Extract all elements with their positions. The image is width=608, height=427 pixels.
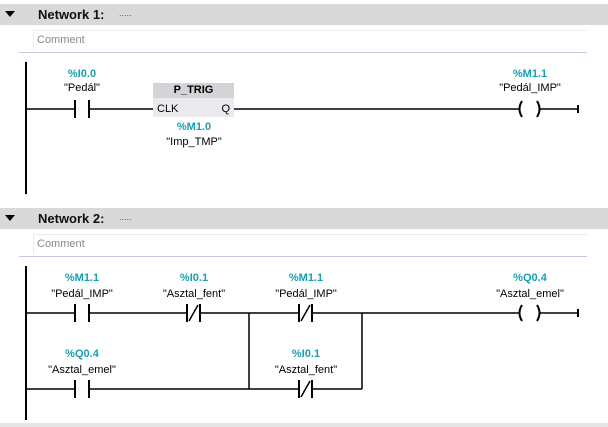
block-tag[interactable]: "Imp_TMP" [166, 136, 222, 148]
network-1-header[interactable]: Network 1: ..... [0, 4, 608, 25]
network-title: Network 1: [38, 7, 105, 22]
contact-address[interactable]: %I0.1 [179, 272, 209, 284]
contact-tag[interactable]: "Pedál_IMP" [275, 288, 337, 300]
coil-tag[interactable]: "Pedál_IMP" [499, 82, 561, 94]
contact-tag[interactable]: "Pedál_IMP" [51, 288, 113, 300]
block-name: P_TRIG [153, 83, 234, 98]
contact-address[interactable]: %I0.0 [67, 68, 97, 80]
bottom-border [0, 423, 608, 427]
q-pin: Q [221, 103, 230, 115]
clk-pin: CLK [157, 103, 179, 115]
network-name-placeholder[interactable]: ..... [119, 212, 132, 222]
network-title: Network 2: [38, 211, 105, 226]
p-trig-block[interactable]: P_TRIG CLK Q [153, 83, 234, 117]
contact-tag[interactable]: "Asztal_fent" [274, 364, 338, 376]
contact-address[interactable]: %Q0.4 [65, 348, 99, 360]
contact-tag[interactable]: "Asztal_emel" [48, 364, 116, 376]
block-address[interactable]: %M1.0 [176, 121, 212, 133]
coil-address[interactable]: %M1.1 [512, 68, 548, 80]
rung-1 [26, 100, 579, 118]
contact-tag[interactable]: "Asztal_fent" [162, 288, 226, 300]
divider [19, 256, 587, 257]
contact-tag[interactable]: "Pedál" [64, 82, 100, 94]
network-comment-field[interactable]: Comment [33, 234, 587, 254]
rung-2 [26, 304, 579, 398]
divider [19, 52, 587, 53]
coil-address[interactable]: %Q0.4 [513, 272, 547, 284]
contact-address[interactable]: %M1.1 [64, 272, 100, 284]
network-2-header[interactable]: Network 2: ..... [0, 208, 608, 229]
network-name-placeholder[interactable]: ..... [119, 8, 132, 18]
contact-address[interactable]: %M1.1 [288, 272, 324, 284]
collapse-triangle-icon[interactable] [5, 11, 15, 17]
coil-tag[interactable]: "Asztal_emel" [496, 288, 564, 300]
contact-address[interactable]: %I0.1 [291, 348, 321, 360]
network-comment-field[interactable]: Comment [33, 30, 587, 50]
collapse-triangle-icon[interactable] [5, 215, 15, 221]
